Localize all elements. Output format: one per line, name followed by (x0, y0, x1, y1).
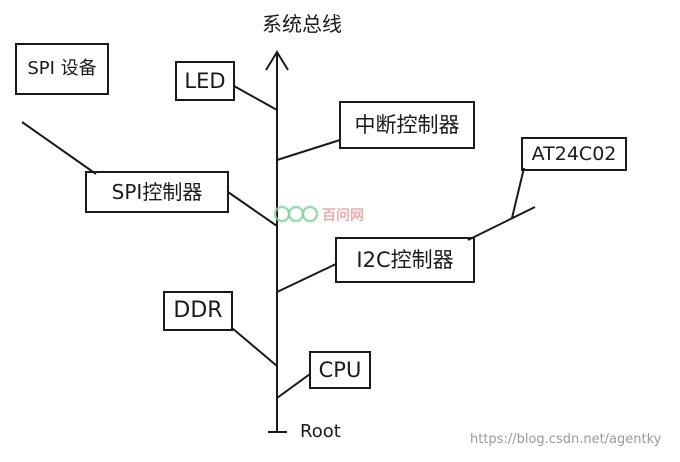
at24c02-label: AT24C02 (531, 142, 617, 165)
diagram-title: 系统总线 (262, 12, 342, 36)
i2c-controller-to-bus (276, 263, 337, 293)
led-to-bus (233, 85, 278, 111)
watermark-logo-text: 百问网 (322, 208, 364, 224)
watermark-logo-ring-2 (287, 205, 305, 223)
at24c02-box (521, 137, 627, 171)
cpu-box (309, 351, 371, 389)
led-box (175, 61, 235, 101)
cpu-to-bus (276, 373, 311, 399)
interrupt-controller-to-bus (276, 139, 341, 161)
spi-device-label: SPI 设备 (27, 58, 97, 79)
at24c02-to-i2c-controller (467, 206, 536, 241)
cpu-label: CPU (318, 357, 362, 382)
spi-controller-to-bus (227, 191, 278, 227)
ddr-label: DDR (173, 298, 223, 323)
led-label: LED (184, 68, 226, 93)
spi-device-box (15, 43, 109, 95)
bus-arrow-head (265, 50, 289, 71)
spi-controller-label: SPI控制器 (111, 180, 203, 204)
spi-device-to-spi-controller (21, 121, 97, 175)
watermark-url: https://blog.csdn.net/agentky (470, 432, 662, 447)
interrupt-controller-box (339, 101, 475, 149)
ddr-box (163, 291, 233, 331)
watermark-logo-ring-3 (301, 205, 319, 223)
i2c-controller-label: I2C控制器 (356, 247, 454, 272)
ddr-to-bus (231, 327, 278, 367)
interrupt-controller-label: 中断控制器 (354, 112, 460, 137)
at24c02-stem (511, 167, 525, 219)
root-label: Root (300, 421, 341, 442)
i2c-controller-box (335, 237, 475, 283)
